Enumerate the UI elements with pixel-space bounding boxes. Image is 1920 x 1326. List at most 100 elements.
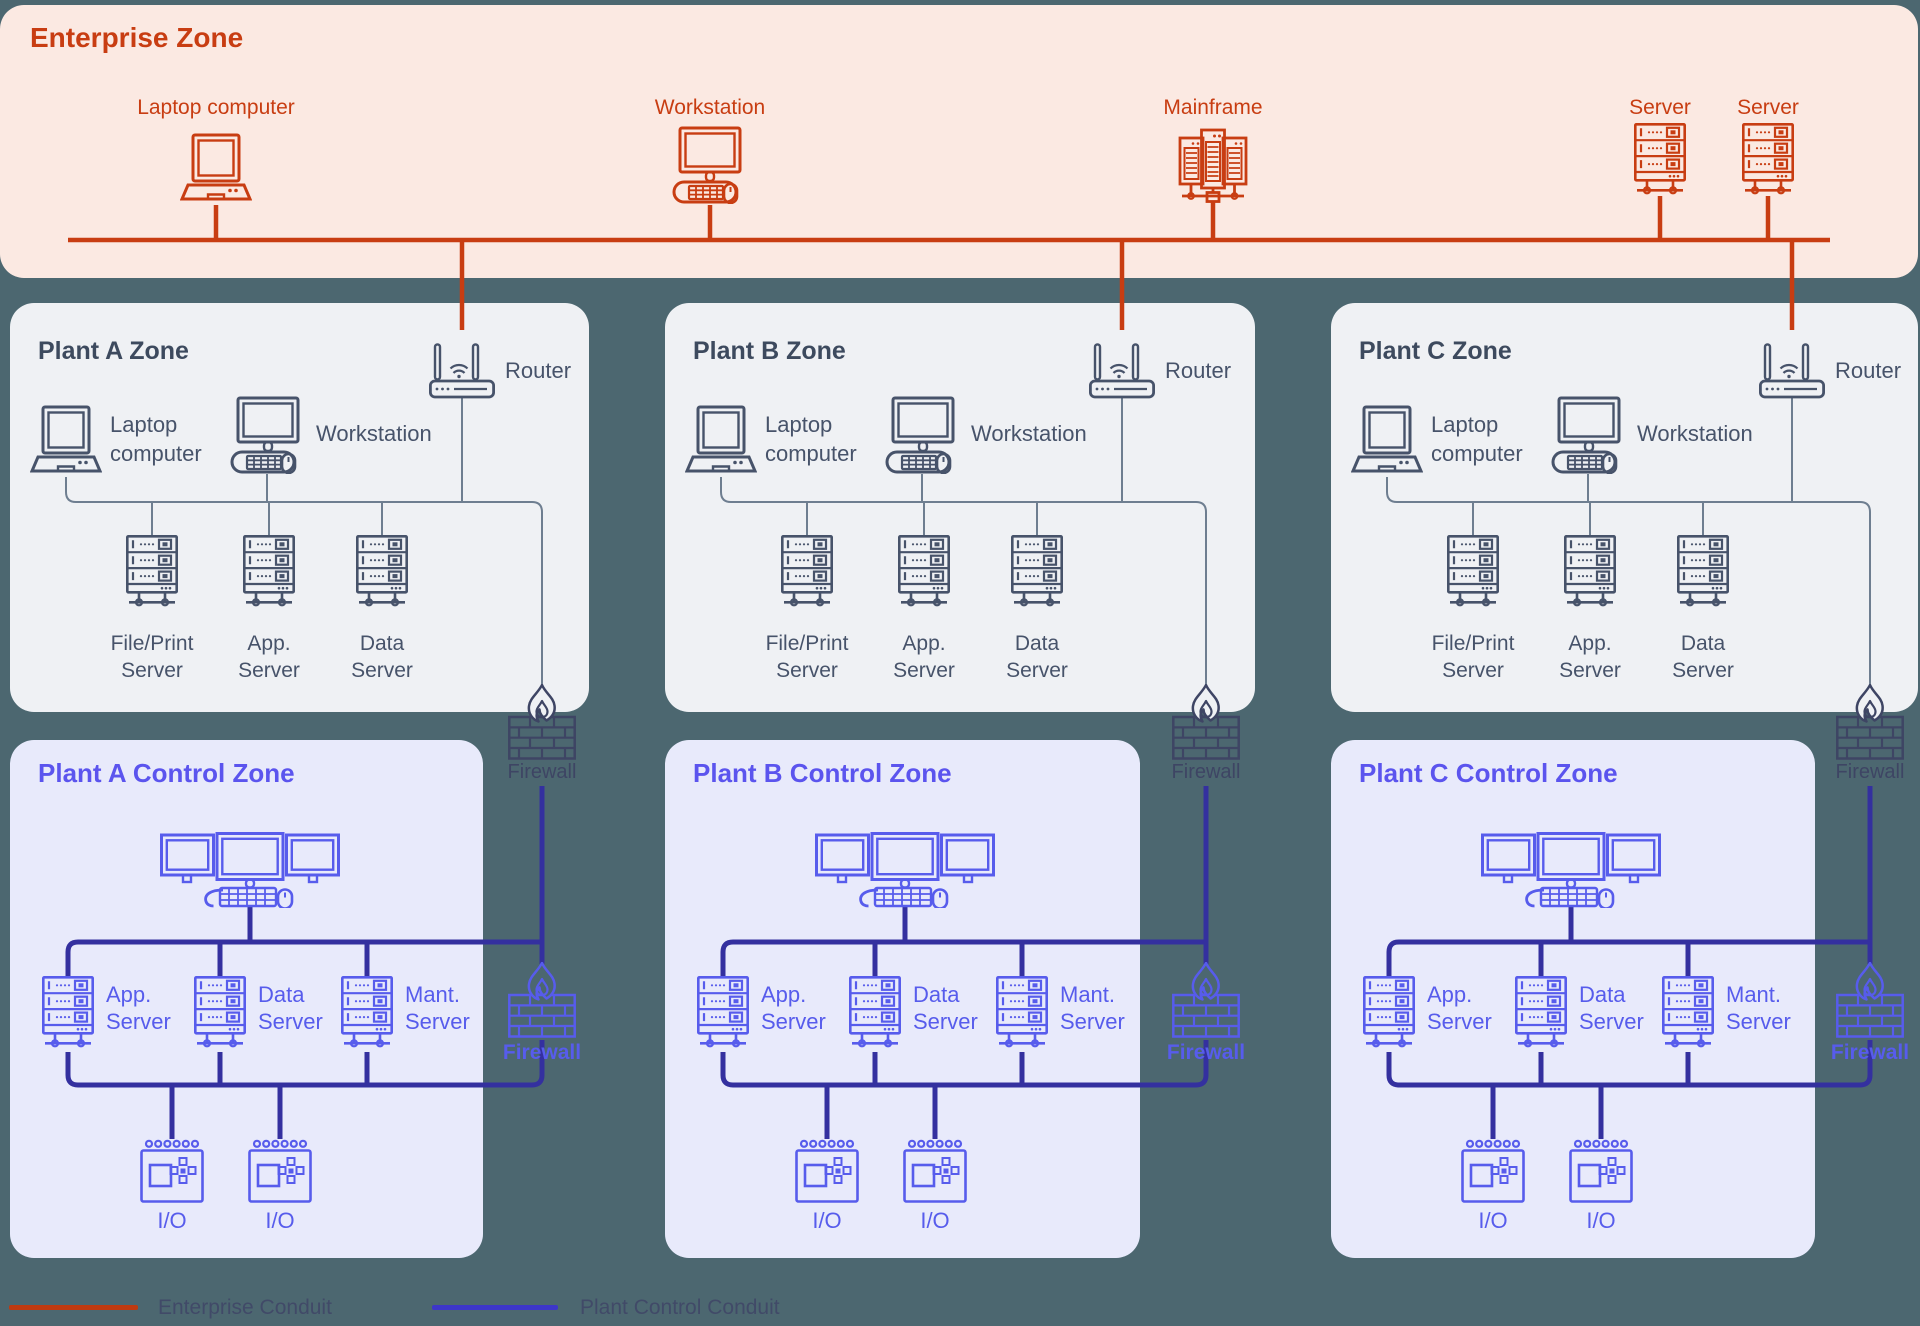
plant-a-control-zone-title: Plant A Control Zone (38, 758, 295, 788)
firewall-icon (1172, 684, 1240, 765)
router-label: Router (505, 358, 572, 384)
plant-b-control-zone-title: Plant B Control Zone (693, 758, 952, 788)
server-label: App.Server (106, 982, 171, 1034)
enterprise-server-1-label: Server (1629, 96, 1691, 119)
server-icon (697, 976, 749, 1054)
plant-a-zone (10, 303, 589, 712)
firewall-label: Firewall (1835, 761, 1905, 783)
firewall-icon (508, 962, 576, 1043)
enterprise-mainframe-label: Mainframe (1163, 96, 1263, 119)
server-icon (126, 535, 178, 613)
router: Router (1759, 343, 1901, 399)
io-icon (248, 1139, 312, 1203)
io-label: I/O (1586, 1208, 1616, 1233)
io-label: I/O (812, 1208, 842, 1233)
laptop-icon (30, 405, 102, 475)
plant-c-zone-title: Plant C Zone (1359, 337, 1512, 365)
server-icon (1564, 535, 1616, 613)
firewall-label: Firewall (507, 761, 577, 783)
router-label: Router (1165, 358, 1232, 384)
plant-control-conduit-swatch (432, 1305, 558, 1310)
workstation-label: Workstation (971, 421, 1087, 446)
plant-b-zone (665, 303, 1255, 712)
workstation-icon (230, 396, 306, 474)
server-label: Mant.Server (1726, 982, 1791, 1034)
server-label: App.Server (238, 632, 300, 683)
io-icon (795, 1139, 859, 1203)
workstation-label: Workstation (316, 421, 432, 446)
server-label: Mant.Server (405, 982, 470, 1034)
server-label: App.Server (1559, 632, 1621, 683)
firewall-label: Firewall (1830, 1041, 1910, 1064)
router-icon (1759, 343, 1825, 399)
server-icon (1634, 123, 1686, 201)
plant-c-zone (1331, 303, 1918, 712)
io-label: I/O (920, 1208, 950, 1233)
io-icon (140, 1139, 204, 1203)
server-icon (898, 535, 950, 613)
workstation-icon (672, 126, 748, 204)
server-icon (194, 976, 246, 1054)
firewall-icon (1836, 962, 1904, 1043)
server-icon (996, 976, 1048, 1054)
server-icon (1363, 976, 1415, 1054)
enterprise-zone-title: Enterprise Zone (30, 22, 244, 53)
server-label: Mant.Server (1060, 982, 1125, 1034)
io-label: I/O (1478, 1208, 1508, 1233)
hmi-workstation-icon (815, 832, 995, 908)
laptop-icon (1351, 405, 1423, 475)
plant-c-control-zone (1331, 740, 1815, 1258)
server-icon (849, 976, 901, 1054)
enterprise-conduit-swatch (9, 1305, 138, 1310)
laptop-icon (685, 405, 757, 475)
enterprise-workstation-label: Workstation (654, 96, 766, 119)
mainframe-icon (1173, 123, 1253, 205)
server-icon (1742, 123, 1794, 201)
workstation-label: Workstation (1637, 421, 1753, 446)
server-icon (356, 535, 408, 613)
plant-a-zone-title: Plant A Zone (38, 337, 189, 365)
enterprise-server-2-label: Server (1737, 96, 1799, 119)
server-label: App.Server (893, 632, 955, 683)
router-icon (429, 343, 495, 399)
workstation-icon (885, 396, 961, 474)
server-icon (42, 976, 94, 1054)
server-icon (1662, 976, 1714, 1054)
io-icon (1569, 1139, 1633, 1203)
plant-c-control-zone-title: Plant C Control Zone (1359, 758, 1618, 788)
laptop-icon (180, 133, 252, 203)
server-icon (1515, 976, 1567, 1054)
plant-a-control-zone (10, 740, 483, 1258)
firewall-icon (1836, 684, 1904, 765)
router-label: Router (1835, 358, 1902, 384)
plant-b-control-zone (665, 740, 1140, 1258)
router: Router (1089, 343, 1231, 399)
router-icon (1089, 343, 1155, 399)
server-icon (1011, 535, 1063, 613)
io-label: I/O (265, 1208, 295, 1233)
plant-control-conduit-label: Plant Control Conduit (580, 1296, 780, 1319)
workstation-icon (1551, 396, 1627, 474)
enterprise-conduit-label: Enterprise Conduit (158, 1296, 332, 1319)
server-icon (781, 535, 833, 613)
firewall-label: Firewall (1171, 761, 1241, 783)
firewall-icon (508, 684, 576, 765)
router: Router (429, 343, 571, 399)
server-label: App.Server (1427, 982, 1492, 1034)
firewall-icon (1172, 962, 1240, 1043)
enterprise-zone (0, 5, 1918, 278)
plant-b-zone-title: Plant B Zone (693, 337, 846, 365)
